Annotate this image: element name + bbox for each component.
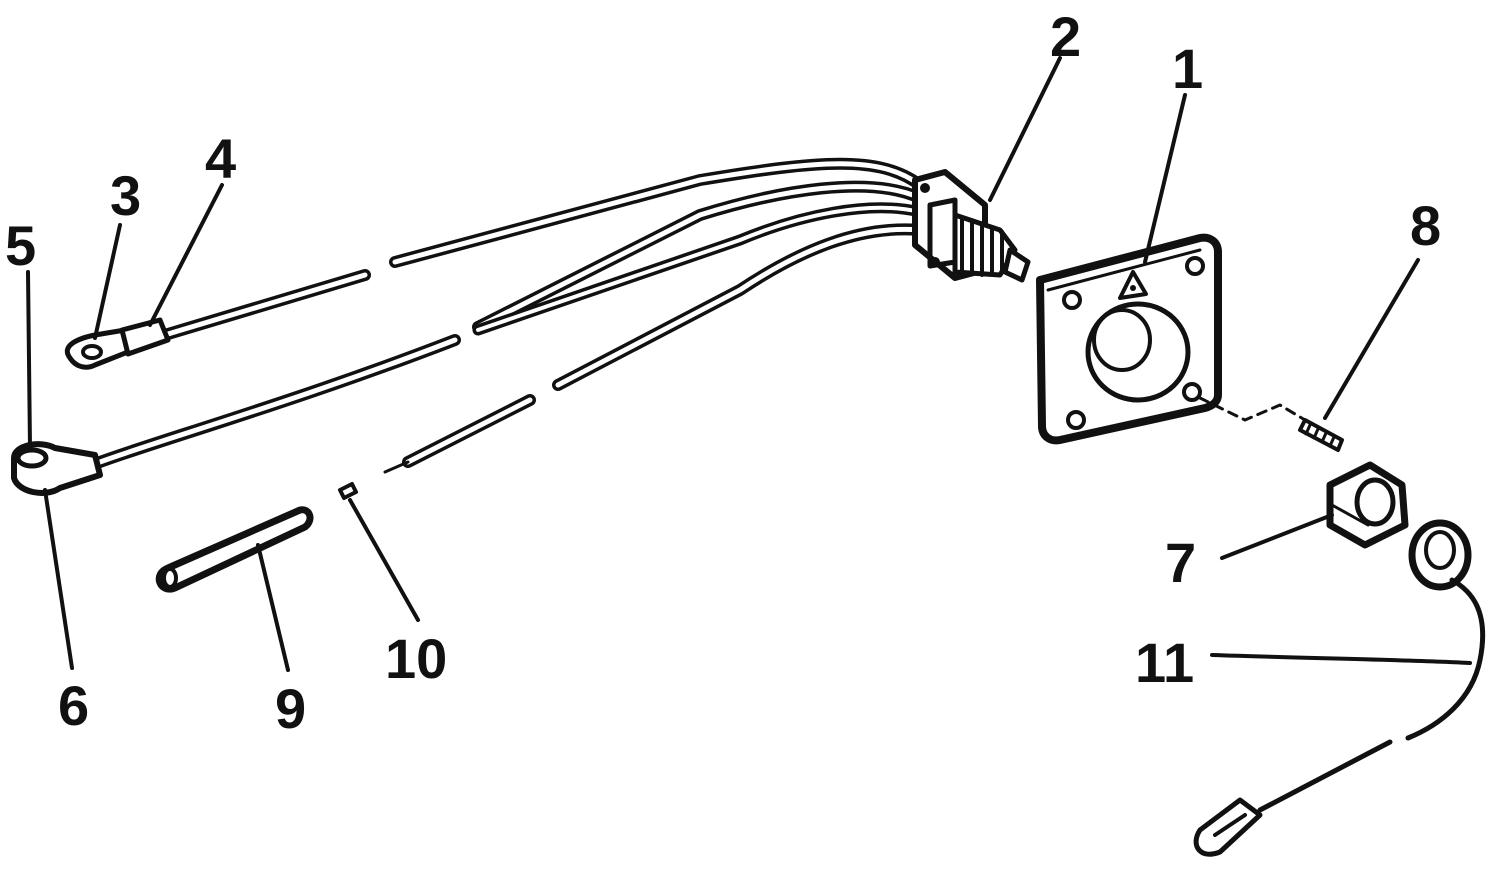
leader-6 — [43, 488, 74, 670]
leader-10 — [348, 498, 420, 622]
callout-1: 1 — [1172, 37, 1203, 100]
small-sleeve — [338, 482, 358, 500]
callout-3: 3 — [110, 164, 141, 227]
callout-2: 2 — [1050, 5, 1081, 68]
leader-9 — [256, 543, 290, 672]
terminal-sleeve — [119, 317, 171, 357]
callout-4: 4 — [205, 127, 236, 190]
switch-body — [912, 169, 1031, 283]
eyelet-terminal — [11, 441, 103, 496]
lanyard-clip — [1193, 519, 1486, 857]
leader-7 — [1220, 513, 1334, 560]
leader-11 — [1210, 653, 1472, 665]
callout-7: 7 — [1165, 531, 1196, 594]
callout-6: 6 — [58, 674, 89, 737]
warning-icon — [1118, 270, 1148, 300]
callout-10: 10 — [385, 627, 447, 690]
hex-nut — [1326, 461, 1409, 549]
leader-8 — [1323, 258, 1420, 420]
callout-11: 11 — [1135, 631, 1194, 694]
callout-5: 5 — [5, 214, 36, 277]
leader-5 — [26, 270, 32, 450]
leader-2 — [988, 56, 1062, 202]
leader-lines — [26, 56, 1472, 672]
callout-labels: 1 2 3 4 5 6 7 8 9 10 11 — [5, 5, 1441, 740]
callout-8: 8 — [1410, 194, 1441, 257]
screw — [1198, 396, 1344, 452]
wire-harness — [94, 157, 926, 474]
callout-9: 9 — [275, 677, 306, 740]
mounting-plate — [1036, 233, 1222, 445]
tubing-sleeve — [155, 506, 314, 593]
wire-top-inner — [392, 161, 923, 265]
ring-terminal — [65, 317, 171, 370]
leader-3 — [93, 223, 122, 340]
leader-1 — [1143, 93, 1187, 264]
leader-4 — [148, 183, 224, 327]
